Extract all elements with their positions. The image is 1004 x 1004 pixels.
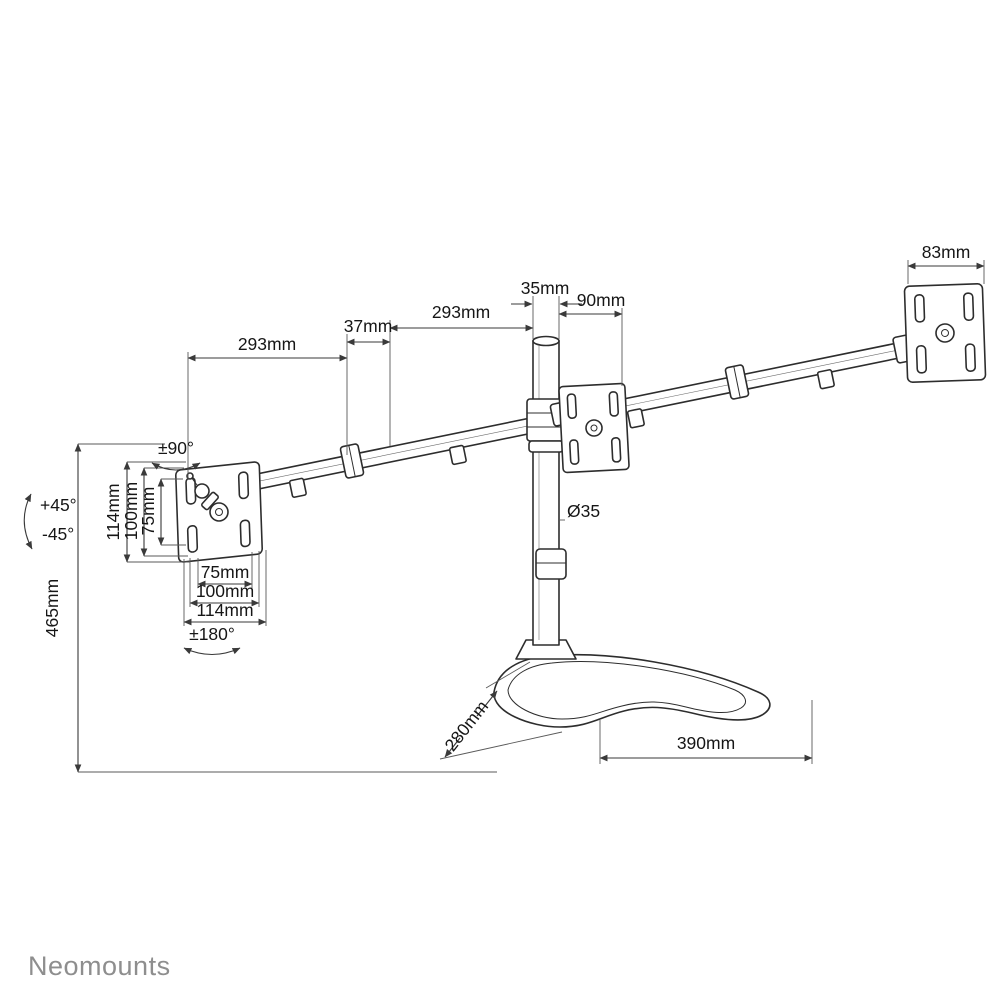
dim-label-tilt-up-45: +45° xyxy=(40,495,77,515)
dim-label-vesa-h-114: 114mm xyxy=(196,600,253,620)
dim-label-offset-90: 90mm xyxy=(577,290,626,310)
vesa-plate-right xyxy=(903,283,987,383)
vesa-plate-center xyxy=(558,382,630,474)
brand-logo: Neomounts xyxy=(28,951,171,981)
dim-label-plate-83: 83mm xyxy=(922,242,971,262)
rotate-180-arrow-icon xyxy=(183,647,241,656)
dimension-lines xyxy=(74,262,985,773)
dim-label-vesa-h-75: 75mm xyxy=(201,562,250,582)
dim-label-arm-left-293: 293mm xyxy=(238,334,296,354)
tilt-45-arrow-icon xyxy=(23,493,33,550)
dim-label-rot-90: ±90° xyxy=(158,438,194,458)
dim-label-rot-180: ±180° xyxy=(189,624,235,644)
dim-label-base-width-390: 390mm xyxy=(677,733,735,753)
dimension-labels: 293mm 37mm 293mm 35mm 90mm 83mm 465mm 11… xyxy=(40,242,970,755)
rotation-arrows xyxy=(23,462,241,656)
dim-label-base-depth-280: 280mm xyxy=(441,697,493,755)
dim-label-arm-right-293: 293mm xyxy=(432,302,490,322)
dim-label-vesa-v-114: 114mm xyxy=(103,483,123,540)
dim-label-vesa-v-75: 75mm xyxy=(138,487,158,536)
dim-label-height-465: 465mm xyxy=(42,579,62,637)
base xyxy=(493,653,771,728)
dim-label-vesa-v-100: 100mm xyxy=(121,482,141,540)
cable-clips xyxy=(288,369,835,498)
dim-label-tilt-down-45: -45° xyxy=(42,524,74,544)
rotate-90-arrow-icon xyxy=(151,462,201,471)
dimension-extension-lines xyxy=(78,260,985,773)
left-plate-ball-joint xyxy=(186,472,229,522)
dim-label-gap-37: 37mm xyxy=(344,316,393,336)
dim-label-vesa-h-100: 100mm xyxy=(196,581,254,601)
pole xyxy=(515,335,577,660)
dim-label-pole-35: 35mm xyxy=(521,278,570,298)
pole-cable-clip xyxy=(535,548,567,580)
dim-label-pole-dia-35: Ø35 xyxy=(567,501,600,521)
